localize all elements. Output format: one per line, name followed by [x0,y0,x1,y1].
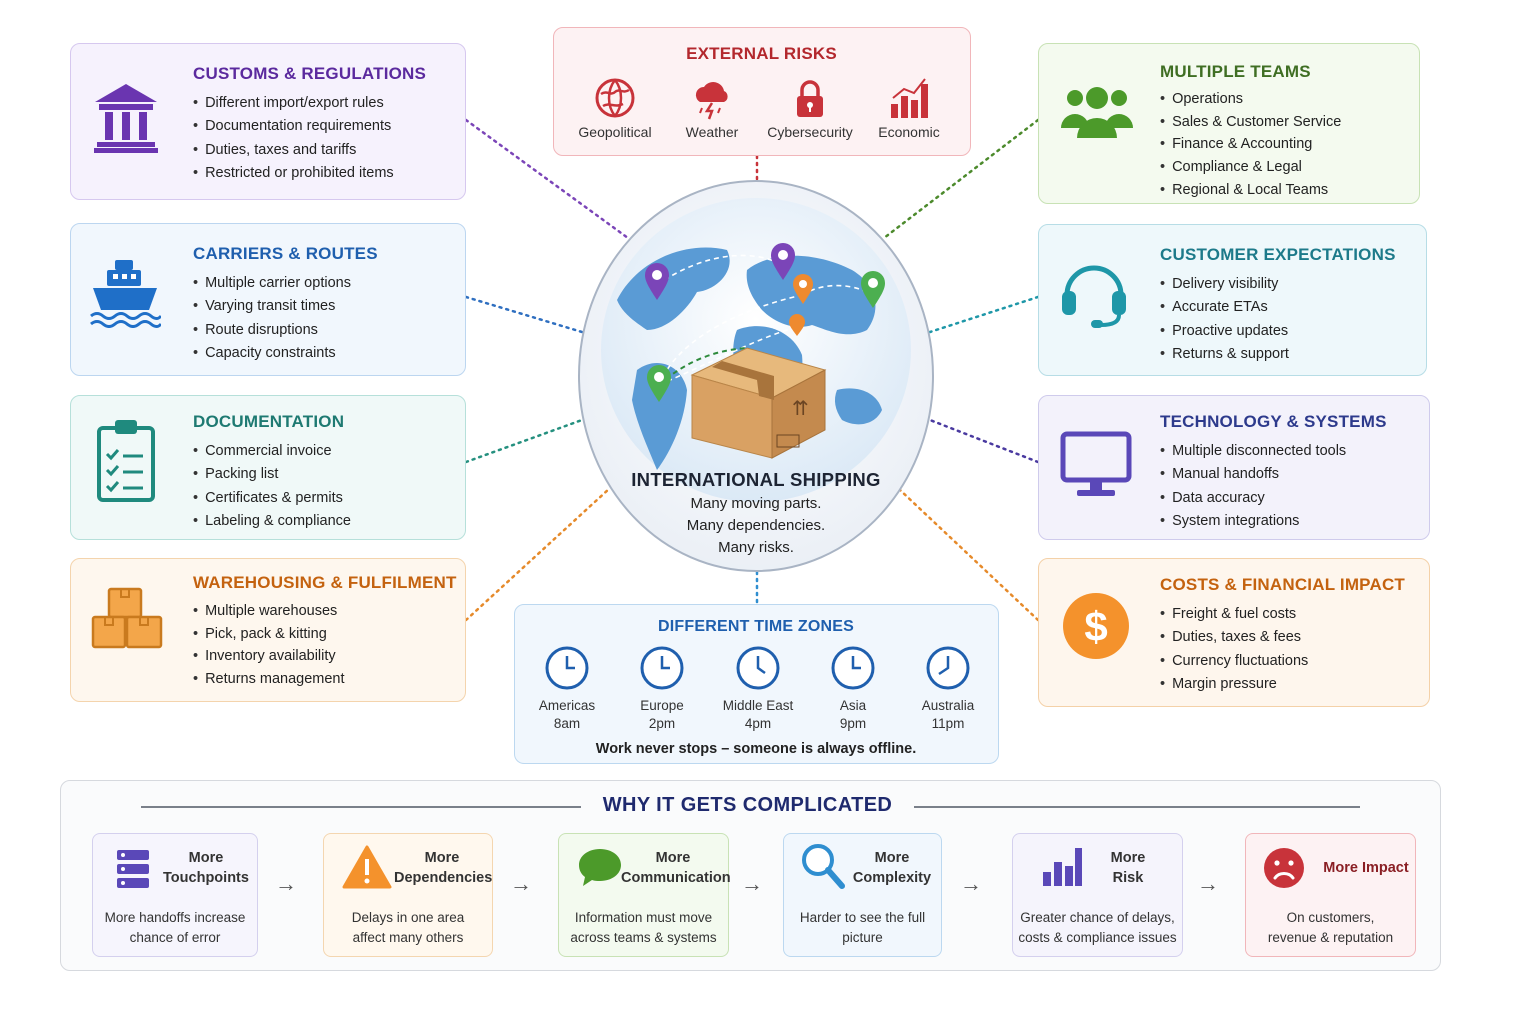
warehousing-title: WAREHOUSING & FULFILMENT [193,573,457,592]
timezones-card: DIFFERENT TIME ZONES Americas 8am Europe… [514,604,999,764]
connector-customs [464,118,630,240]
teams-card: MULTIPLE TEAMS Operations Sales & Custom… [1038,43,1420,204]
customer-list: Delivery visibility Accurate ETAs Proact… [1160,273,1396,366]
carriers-list: Multiple carrier options Varying transit… [193,272,378,365]
clock-icon [831,646,875,690]
technology-list: Multiple disconnected tools Manual hando… [1160,440,1387,533]
clipboard-checklist-icon [97,420,155,502]
monitor-icon [1060,431,1132,496]
external-risks-card: EXTERNAL RISKS Geopolitical Weather Cybe… [553,27,971,156]
risk-cybersecurity: Cybersecurity [760,76,860,140]
storm-cloud-icon [695,82,728,120]
warehousing-list: Multiple warehouses Pick, pack & kitting… [193,600,457,690]
lock-icon [797,80,823,117]
clock-icon [736,646,780,690]
documentation-list: Commercial invoice Packing list Certific… [193,440,351,533]
documentation-title: DOCUMENTATION [193,412,345,431]
clock-icon [640,646,684,690]
documentation-card: DOCUMENTATION Commercial invoice Packing… [70,395,466,540]
carriers-title: CARRIERS & ROUTES [193,244,378,263]
flow-arrow: → [741,871,763,896]
svg-text:$: $ [1084,603,1107,650]
server-stack-icon [117,850,149,888]
headset-icon [1062,265,1126,328]
warning-triangle-icon [342,845,392,889]
globe-icon: ⇈ [578,180,934,572]
chat-bubble-icon [579,849,621,886]
teams-title: MULTIPLE TEAMS [1160,62,1311,81]
timezone-europe: Europe 2pm [617,645,707,733]
flow-arrow: → [960,871,982,896]
sad-face-icon [1264,848,1304,888]
connector-carriers [464,295,584,334]
connector-teams [882,118,1040,240]
bank-building-icon [94,84,158,153]
package-icon: ⇈ [690,347,827,459]
clock-icon [545,646,589,690]
risk-economic: Economic [859,76,959,140]
technology-title: TECHNOLOGY & SYSTEMS [1160,412,1387,431]
why-rule-right [914,806,1360,808]
timezones-footer: Work never stops – someone is always off… [595,741,917,757]
technology-card: TECHNOLOGY & SYSTEMS Multiple disconnect… [1038,395,1430,540]
ship-icon [90,260,161,328]
costs-list: Freight & fuel costs Duties, taxes & fee… [1160,603,1405,696]
costs-card: $ COSTS & FINANCIAL IMPACT Freight & fue… [1038,558,1430,707]
timezone-asia: Asia 9pm [808,645,898,733]
risk-weather: Weather [662,76,762,140]
dollar-coin-icon: $ [1063,593,1129,659]
center-globe: ⇈ INTERNATIONAL SHIPPING Many moving par… [577,180,935,573]
timezone-australia: Australia 11pm [903,645,993,733]
flow-arrow: → [510,871,532,896]
center-title: INTERNATIONAL SHIPPING [631,469,881,490]
flow-arrow: → [275,871,297,896]
svg-text:⇈: ⇈ [792,396,809,420]
customs-title: CUSTOMS & REGULATIONS [193,64,427,83]
connector-technology [928,418,1040,464]
customer-card: CUSTOMER EXPECTATIONS Delivery visibilit… [1038,224,1427,376]
customs-list: Different import/export rules Documentat… [193,92,426,185]
timezone-middle-east: Middle East 4pm [713,645,803,733]
clock-icon [926,646,970,690]
warehousing-card: WAREHOUSING & FULFILMENT Multiple wareho… [70,558,466,702]
center-line-3: Many risks. [718,539,794,556]
timezones-title: DIFFERENT TIME ZONES [658,618,854,635]
stacked-boxes-icon [91,587,163,649]
bar-chart-icon [891,78,928,118]
connector-documentation [464,418,584,464]
timezone-americas: Americas 8am [522,645,612,733]
risk-geopolitical: Geopolitical [565,76,665,140]
connector-warehousing [464,486,612,622]
why-rule-left [141,806,581,808]
connector-customer [928,295,1040,334]
costs-title: COSTS & FINANCIAL IMPACT [1160,575,1405,594]
bar-chart-icon [1043,848,1082,886]
team-people-icon [1061,87,1133,138]
external-risks-title: EXTERNAL RISKS [686,44,837,63]
globe-icon [595,78,635,118]
why-title: WHY IT GETS COMPLICATED [602,794,893,816]
carriers-card: CARRIERS & ROUTES Multiple carrier optio… [70,223,466,376]
teams-list: Operations Sales & Customer Service Fina… [1160,88,1341,202]
magnifier-icon [802,844,845,889]
center-line-1: Many moving parts. [690,495,822,512]
customer-title: CUSTOMER EXPECTATIONS [1160,245,1396,264]
flow-arrow: → [1197,871,1219,896]
center-line-2: Many dependencies. [686,517,826,534]
customs-card: CUSTOMS & REGULATIONS Different import/e… [70,43,466,200]
step-impact: More Impact On customers,revenue & reput… [1245,833,1416,957]
